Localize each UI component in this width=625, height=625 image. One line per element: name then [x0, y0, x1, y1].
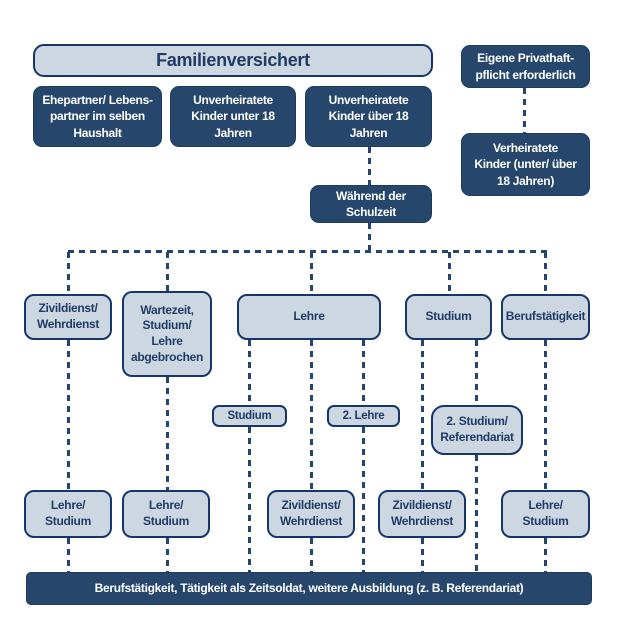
node-berufstaetigkeit: Berufstätigkeit	[501, 294, 590, 340]
dashed-connector	[166, 377, 169, 490]
title-box-familienversichert: Familienversichert	[33, 44, 433, 77]
dashed-connector	[310, 252, 313, 294]
node-unverheiratete-unter-18: Unverheiratete Kinder unter 18 Jahren	[170, 86, 296, 147]
node-studium: Studium	[405, 294, 492, 340]
node-zweites-studium-referendariat: 2. Studium/ Referendariat	[431, 405, 523, 455]
node-lehre-studium-3: Lehre/ Studium	[501, 490, 590, 538]
node-zivildienst-wehrdienst-1: Zivildienst/ Wehrdienst	[24, 294, 112, 340]
dashed-connector	[67, 340, 70, 490]
dashed-connector	[523, 88, 526, 133]
dashed-connector	[310, 340, 313, 490]
node-unverheiratete-ueber-18: Unverheiratete Kinder über 18 Jahren	[305, 86, 432, 147]
node-zivildienst-wehrdienst-3: Zivildienst/ Wehrdienst	[378, 490, 466, 538]
dashed-connector	[166, 538, 169, 572]
dashed-connector	[475, 455, 478, 572]
footer-bar: Berufstätigkeit, Tätigkeit als Zeitsolda…	[26, 572, 592, 605]
node-lehre: Lehre	[237, 294, 381, 340]
node-wartezeit-abgebrochen: Wartezeit, Studium/ Lehre abgebrochen	[122, 291, 212, 377]
dashed-connector	[248, 340, 251, 405]
dashed-connector	[421, 538, 424, 572]
node-ehepartner-lebenspartner: Ehepartner/ Lebens- partner im selben Ha…	[33, 86, 162, 147]
dashed-connector	[68, 250, 547, 253]
dashed-connector	[421, 340, 424, 490]
node-studium-2: Studium	[212, 405, 287, 427]
dashed-connector	[368, 223, 371, 253]
node-lehre-studium-2: Lehre/ Studium	[122, 490, 210, 538]
dashed-connector	[362, 427, 365, 572]
dashed-connector	[67, 252, 70, 294]
node-eigene-privathaftpflicht: Eigene Privathaft- pflicht erforderlich	[461, 45, 590, 88]
dashed-connector	[368, 147, 371, 185]
node-lehre-studium-1: Lehre/ Studium	[24, 490, 112, 538]
dashed-connector	[544, 538, 547, 572]
node-zivildienst-wehrdienst-2: Zivildienst/ Wehrdienst	[267, 490, 355, 538]
dashed-connector	[362, 340, 365, 405]
dashed-connector	[544, 340, 547, 490]
dashed-connector	[448, 252, 451, 294]
dashed-connector	[544, 252, 547, 294]
dashed-connector	[475, 340, 478, 405]
dashed-connector	[310, 538, 313, 572]
dashed-connector	[67, 538, 70, 572]
node-waehrend-der-schulzeit: Während der Schulzeit	[310, 185, 432, 223]
node-verheiratete-kinder: Verheiratete Kinder (unter/ über 18 Jahr…	[461, 133, 590, 196]
node-zweite-lehre: 2. Lehre	[327, 405, 400, 427]
dashed-connector	[166, 252, 169, 294]
dashed-connector	[248, 427, 251, 572]
